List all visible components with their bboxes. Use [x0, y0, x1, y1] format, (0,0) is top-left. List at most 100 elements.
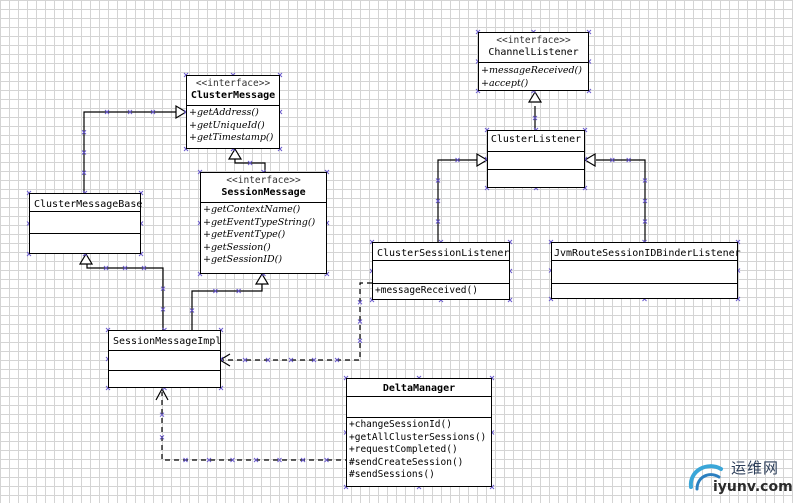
selection-marker: [189, 308, 195, 313]
watermark: 运维网 iyunv.com: [685, 455, 793, 499]
line-csl-to-clusterlistener: [437, 159, 477, 242]
class-jvm-route-listener[interactable]: JvmRouteSessionIDBinderListener: [551, 242, 741, 299]
class-header: <<interface>> ChannelListener: [479, 33, 588, 63]
selection-marker: [609, 157, 615, 163]
selection-marker: [277, 457, 282, 463]
selection-marker: [81, 170, 87, 176]
selection-marker: [300, 457, 306, 463]
selection-marker: [324, 457, 329, 463]
line-impl-to-sessionmessage: [191, 284, 263, 330]
class-name: JvmRouteSessionIDBinderListener: [554, 248, 741, 259]
operations: [488, 170, 584, 173]
operation: +getEventTypeString(): [203, 216, 316, 228]
arrowhead-to-clustermessage: [175, 104, 188, 120]
class-name: ChannelListener: [488, 47, 579, 58]
selection-marker: [183, 457, 188, 463]
selection-marker: [357, 319, 363, 324]
operation: +messageReceived(): [481, 65, 582, 76]
watermark-logo-icon: [688, 464, 723, 491]
class-session-message[interactable]: <<interface>> SessionMessage +getContext…: [200, 172, 327, 274]
class-header: JvmRouteSessionIDBinderListener: [552, 243, 741, 261]
arrowhead-to-channellistener: [527, 90, 543, 103]
class-header: <<interface>> SessionMessage: [201, 173, 326, 203]
selection-marker: [642, 198, 648, 204]
operation: +getAllClusterSessions(): [349, 431, 487, 443]
class-cluster-session-listener[interactable]: ClusterSessionListener +messageReceived(…: [372, 242, 510, 300]
operation: +getEventType(): [203, 229, 286, 240]
selection-marker: [334, 357, 340, 363]
class-cluster-listener[interactable]: ClusterListener: [487, 130, 585, 188]
selection-marker: [103, 265, 109, 271]
selection-marker: [455, 157, 460, 163]
attributes: [347, 397, 491, 418]
selection-marker: [150, 109, 156, 115]
class-session-message-impl[interactable]: SessionMessageImpl: [108, 330, 221, 388]
operations: +getAddress() +getUniqueId() +getTimesta…: [187, 106, 279, 147]
selection-marker: [288, 357, 294, 363]
operation: +accept(): [481, 77, 529, 89]
class-cluster-message-base[interactable]: ClusterMessageBase: [29, 193, 143, 254]
selection-marker: [435, 198, 441, 204]
arrowhead-to-clustermessage-2: [227, 147, 243, 160]
dependency-csl-to-impl: [222, 282, 372, 361]
watermark-en: iyunv.com: [713, 479, 793, 495]
attributes: [30, 212, 140, 234]
selection-marker: [81, 129, 87, 135]
operation: +getSession(): [203, 241, 271, 253]
class-name: ClusterMessageBase: [34, 199, 143, 210]
operations: +changeSessionId() +getAllClusterSession…: [347, 418, 491, 484]
selection-marker: [435, 219, 441, 224]
arrowhead-csl-to-clusterlistener: [476, 152, 489, 168]
class-header: ClusterSessionListener: [373, 243, 509, 261]
operation: #sendSessions(): [349, 469, 435, 480]
operation: +getAddress(): [189, 107, 259, 118]
class-name: DeltaManager: [382, 383, 456, 394]
class-delta-manager[interactable]: DeltaManager +changeSessionId() +getAllC…: [346, 378, 492, 487]
selection-marker: [122, 265, 128, 271]
stereotype: <<interface>>: [226, 175, 301, 186]
class-name: ClusterSessionListener: [377, 248, 510, 259]
operation: +getUniqueId(): [189, 119, 265, 131]
dependency-delta-to-impl: [161, 392, 350, 461]
class-cluster-message[interactable]: <<interface>> ClusterMessage +getAddress…: [186, 75, 280, 149]
selection-marker: [253, 457, 259, 463]
selection-marker: [212, 288, 218, 294]
line-impl-to-base: [86, 264, 164, 330]
operations: [552, 284, 737, 287]
selection-marker: [141, 265, 147, 271]
selection-marker: [81, 150, 87, 155]
arrowhead-impl-to-base: [78, 252, 94, 265]
selection-marker: [626, 157, 632, 163]
dependency-arrowhead-impl-2: [155, 387, 169, 401]
arrowhead-jvm-to-clusterlistener: [583, 152, 596, 168]
operations: [109, 371, 220, 374]
selection-marker: [532, 115, 538, 121]
operation: +changeSessionId(): [349, 419, 452, 430]
selection-marker: [159, 434, 165, 440]
operations: [30, 234, 140, 237]
class-name: SessionMessage: [221, 187, 306, 198]
arrowhead-impl-to-sessionmessage: [254, 272, 270, 285]
selection-marker: [435, 178, 441, 183]
stereotype: <<interface>>: [195, 78, 271, 89]
class-channel-listener[interactable]: <<interface>> ChannelListener +messageRe…: [478, 32, 589, 91]
selection-marker: [242, 357, 248, 363]
operations: +getContextName() +getEventTypeString() …: [201, 203, 326, 269]
selection-marker: [642, 178, 648, 183]
operation: #sendCreateSession(): [349, 456, 464, 468]
class-header: SessionMessageImpl: [109, 331, 221, 351]
selection-marker: [127, 109, 133, 115]
stereotype: <<interface>>: [496, 35, 571, 46]
attributes: [552, 261, 737, 284]
selection-marker: [265, 357, 271, 363]
operations: +messageReceived(): [373, 284, 509, 300]
operation: +messageReceived(): [375, 285, 478, 296]
selection-marker: [159, 412, 165, 418]
selection-marker: [357, 299, 363, 305]
class-header: ClusterMessageBase: [30, 194, 143, 212]
operation: +getContextName(): [203, 204, 301, 215]
class-header: ClusterListener: [488, 131, 584, 152]
operation: +requestCompleted(): [349, 444, 458, 455]
attributes: [109, 351, 220, 371]
class-name: ClusterMessage: [190, 90, 276, 101]
